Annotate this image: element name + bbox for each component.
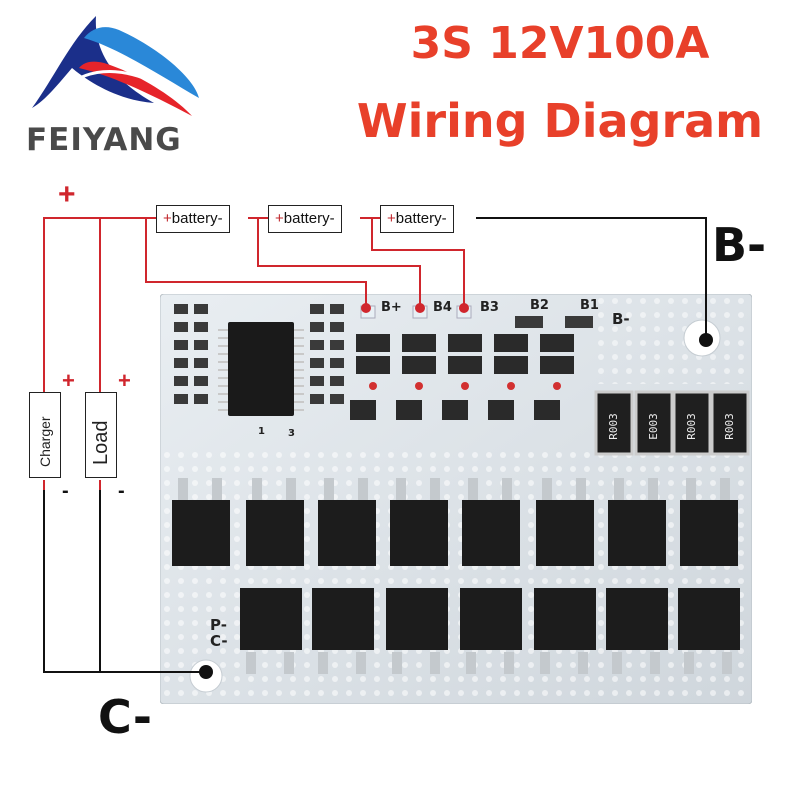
pad-label-b3: B3 [480,300,499,315]
battery-box-2: +battery- [268,205,342,233]
load-plus-sign: + [118,368,131,393]
pad-label-b-minus: B- [612,310,630,328]
battery-1-label: battery [171,210,218,227]
title-line-2: Wiring Diagram [356,94,764,148]
current-sense-resistors [594,390,750,456]
b-minus-label: B- [712,218,767,272]
pad-label-b2: B2 [530,298,549,313]
c-minus-label: C- [98,690,152,744]
ic-pins [218,329,304,411]
bms-ic-chip [228,322,294,416]
mosfet-row-top [172,500,738,566]
mosfet-tabs-top [178,478,730,500]
load-box: Load [85,392,117,478]
negative-wires [43,217,707,673]
output-label-c-minus: C- [210,632,228,650]
logo-red-wave [79,61,192,116]
title-line-1: 3S 12V100A [410,18,710,69]
battery-3-minus: - [441,210,447,227]
brand-name: FEIYANG [26,122,182,158]
pad-label-b-plus: B+ [381,300,402,315]
charger-label: Charger [37,416,53,467]
load-minus-sign: - [118,480,125,502]
tap-dot-b3 [459,303,469,313]
battery-box-1: +battery- [156,205,230,233]
battery-3-plus: + [387,210,396,227]
c-minus-terminal-dot [199,665,213,679]
b-minus-terminal-dot [699,333,713,347]
logo-white-stroke [63,70,175,95]
battery-2-plus: + [275,210,284,227]
battery-box-3: +battery- [380,205,454,233]
battery-1-plus: + [163,210,172,227]
pad-label-b1: B1 [580,298,599,313]
battery-2-minus: - [329,210,335,227]
mosfet-row-bottom [240,588,740,650]
feiyang-logo [32,16,199,116]
passive-components-right [310,304,344,404]
small-transistors [350,400,560,420]
battery-1-minus: - [217,210,223,227]
ic-pin-label-1: 1 [258,426,265,437]
charger-plus-sign: + [62,368,75,393]
mosfet-tabs-bottom [246,652,732,674]
load-label: Load [90,420,112,466]
output-label-p-minus: P- [210,616,227,634]
charger-minus-sign: - [62,480,69,502]
balance-leds [369,382,561,390]
charger-box: Charger [29,392,61,478]
tap-dot-b-plus [361,303,371,313]
main-positive-sign: + [58,178,76,211]
tap-dot-b4 [415,303,425,313]
ic-pin-label-3: 3 [288,428,295,439]
pad-label-b4: B4 [433,300,452,315]
logo-light-blue-wave [84,27,199,98]
battery-2-label: battery [283,210,330,227]
balancing-resistors [356,334,574,374]
passive-components-left [174,304,208,404]
battery-3-label: battery [395,210,442,227]
